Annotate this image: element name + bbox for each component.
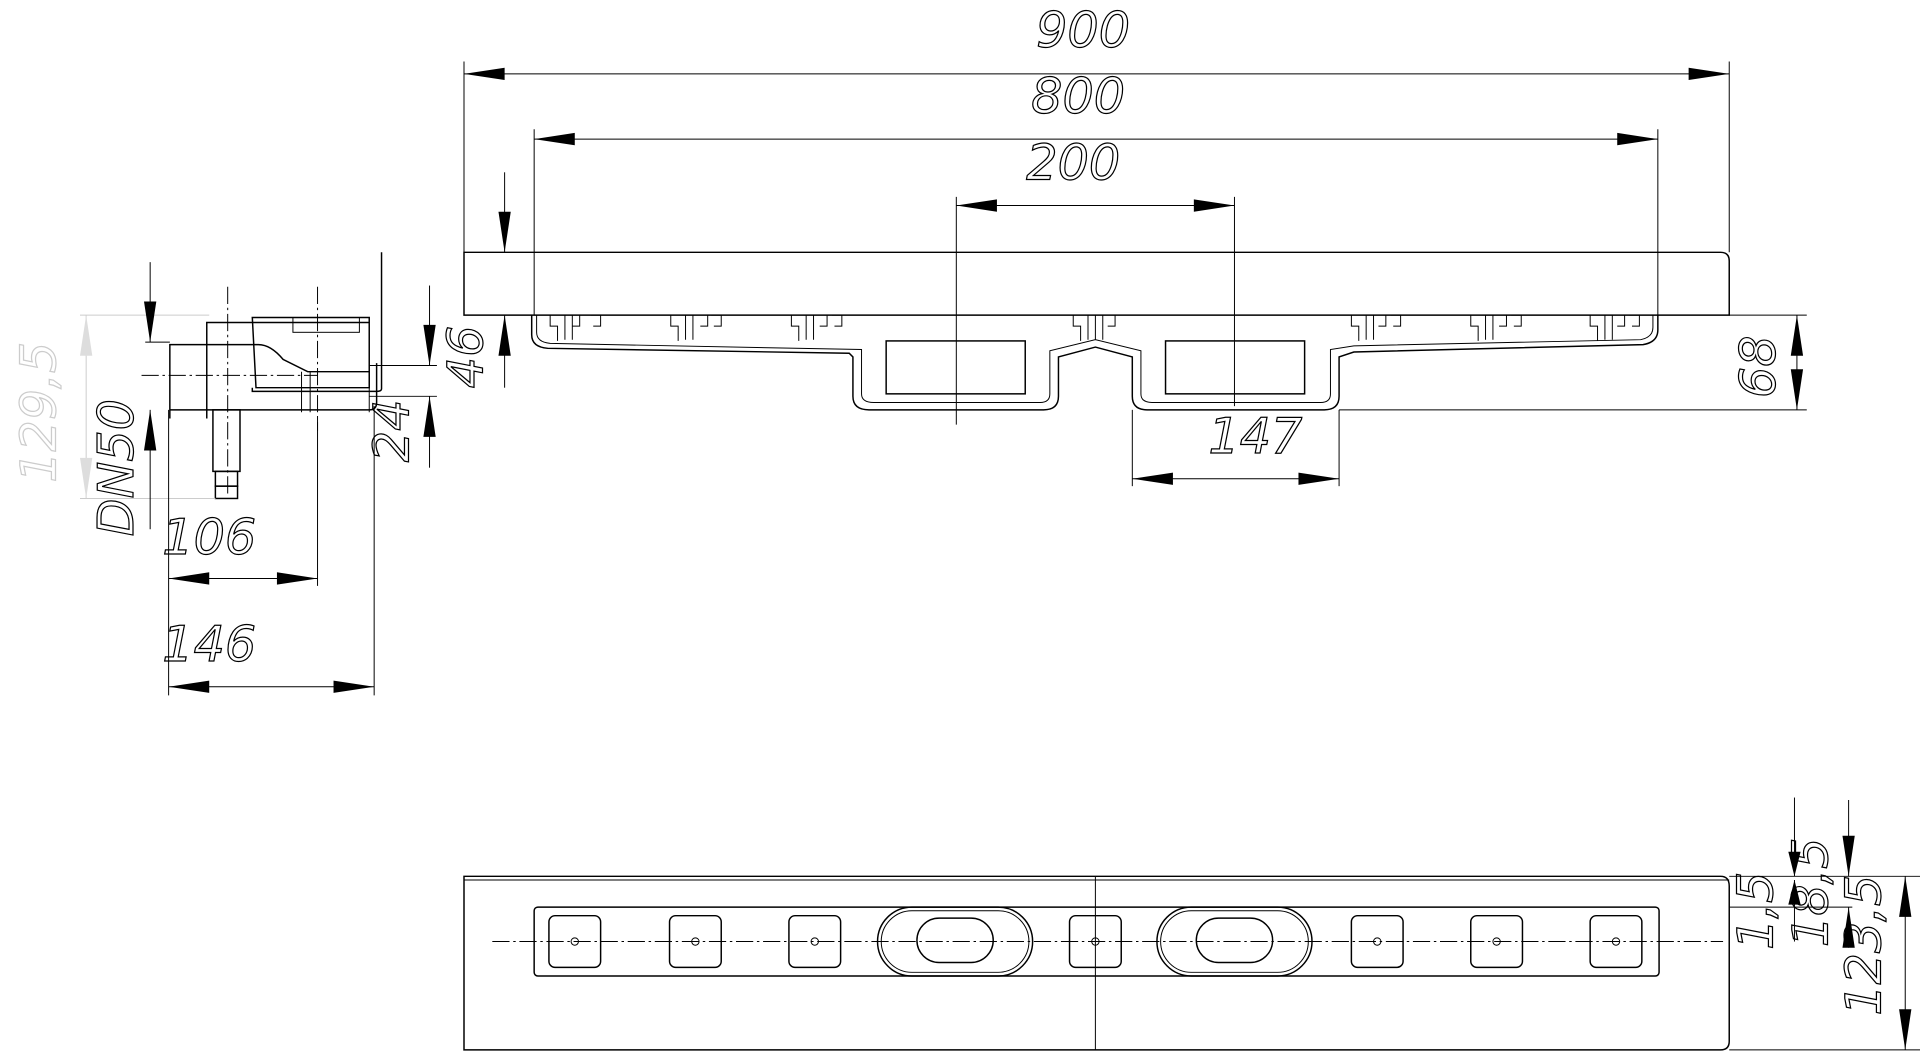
dimension-900: 900 — [463, 0, 1730, 253]
dimension-146: 146 — [162, 406, 375, 696]
grate-clips-top — [548, 914, 1643, 969]
dimension-24: 24 — [362, 285, 437, 468]
dimension-label: 24 — [363, 399, 421, 462]
dimension-800: 800 — [533, 67, 1659, 316]
dimension-1-5: 1,5 — [1726, 797, 1801, 951]
outlet-pipe — [212, 409, 241, 473]
dimension-label: 800 — [1031, 67, 1125, 125]
channel-body — [530, 315, 1659, 411]
outlet-left — [885, 340, 1026, 395]
dimension-147: 147 — [1131, 406, 1340, 487]
outlets-top — [876, 906, 1313, 977]
dimension-label: 146 — [162, 615, 256, 673]
outlet-right — [1164, 340, 1306, 395]
dimension-label: 200 — [1026, 134, 1120, 192]
dimension-46: 46 — [436, 172, 511, 389]
dimension-label: 129,5 — [9, 342, 67, 483]
dimension-label: 18,5 — [1782, 838, 1840, 948]
top-view: 1,5 18,5 123,5 — [463, 797, 1920, 1051]
dimension-label: 46 — [436, 326, 494, 389]
dimension-129-5: 129,5 — [9, 314, 216, 499]
dimension-label: 68 — [1729, 335, 1787, 398]
dimension-label: 106 — [162, 508, 256, 566]
dimension-123-5: 123,5 — [1834, 874, 1912, 1050]
dimension-68: 68 — [1339, 314, 1807, 411]
dimension-label: 900 — [1036, 1, 1130, 59]
front-view: 900 800 200 — [436, 0, 1807, 487]
dimension-label: DN50 — [87, 399, 145, 536]
cover-plate — [463, 251, 1730, 316]
dimension-label: 147 — [1208, 407, 1302, 465]
dimension-dn50: DN50 — [86, 262, 170, 537]
dimension-label: 123,5 — [1835, 875, 1893, 1016]
dimension-106: 106 — [162, 409, 319, 696]
side-section: 129,5 DN50 24 106 — [9, 252, 437, 696]
dimension-18-5: 18,5 — [1781, 800, 1855, 948]
dimension-200: 200 — [955, 133, 1235, 425]
dimension-label: 1,5 — [1726, 872, 1784, 950]
grate-clips — [549, 314, 1640, 341]
